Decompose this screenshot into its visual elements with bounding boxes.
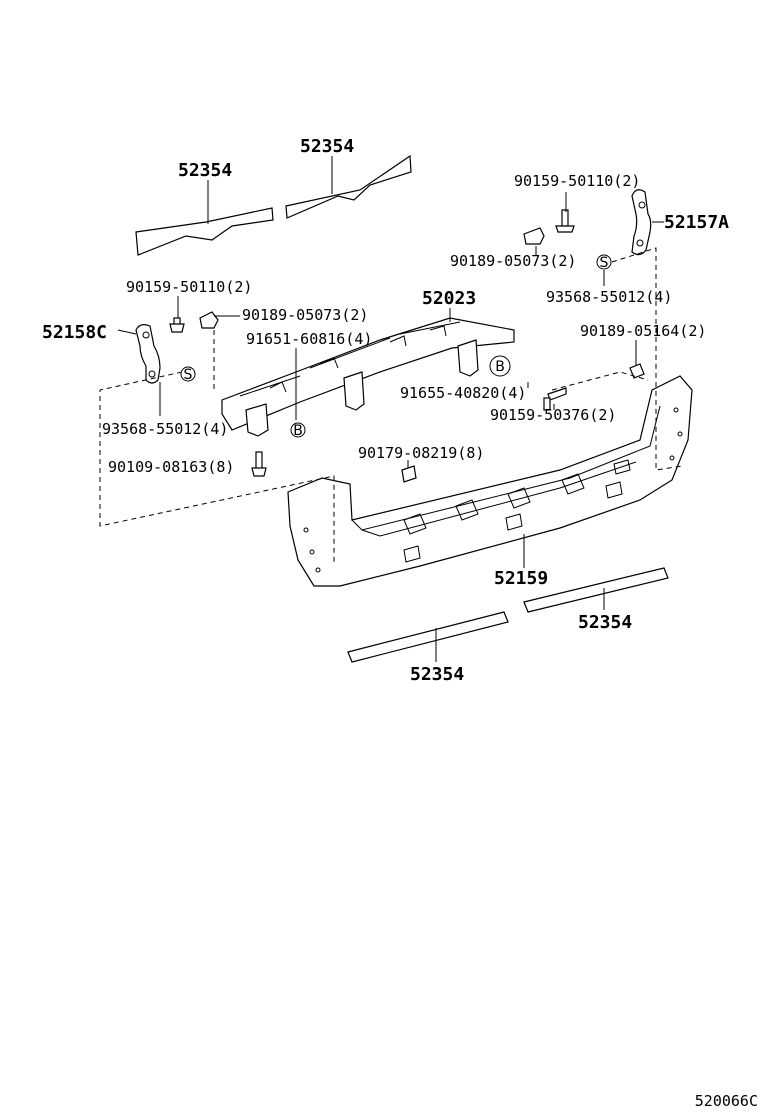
label-52159: 52159 [494, 568, 548, 589]
label-52354-moulding-right: 52354 [578, 612, 632, 633]
label-52354-upper-left: 52354 [178, 160, 232, 181]
rear-bumper-cover-52159 [287, 375, 693, 587]
marker-b-right: B [489, 355, 511, 377]
figure-code: 520066C [695, 1092, 758, 1110]
protector-plate-left [135, 207, 274, 256]
bracket-52157A [631, 189, 652, 256]
label-91655-40820: 91655-40820(4) [400, 384, 526, 402]
leader-lines [117, 156, 664, 662]
marker-b-left: B [290, 422, 306, 439]
assembly-line-left [99, 371, 335, 562]
clip-90189-05073-right [523, 227, 545, 245]
marker-s-left: S [180, 366, 196, 383]
label-90159-50110-right: 90159-50110(2) [514, 172, 640, 190]
bolt-90159-50110-right [555, 209, 575, 233]
label-90109-08163: 90109-08163(8) [108, 458, 234, 476]
label-90159-50110-left: 90159-50110(2) [126, 278, 252, 296]
label-93568-55012-left: 93568-55012(4) [102, 420, 228, 438]
label-90189-05164: 90189-05164(2) [580, 322, 706, 340]
clip-90179-08219 [401, 465, 417, 483]
bumper-reinforcement-52023 [221, 317, 515, 437]
label-91651-60816: 91651-60816(4) [246, 330, 372, 348]
label-90159-50376: 90159-50376(2) [490, 406, 616, 424]
clip-90189-05073-left [199, 311, 219, 329]
protector-plate-right [285, 154, 412, 219]
label-90189-05073-right: 90189-05073(2) [450, 252, 576, 270]
moulding-right [523, 567, 669, 613]
label-90189-05073-left: 90189-05073(2) [242, 306, 368, 324]
label-90179-08219: 90179-08219(8) [358, 444, 484, 462]
bolt-90159-50110-left [169, 317, 185, 333]
label-93568-55012-right: 93568-55012(4) [546, 288, 672, 306]
screw-90159-50376 [543, 387, 567, 411]
moulding-left [347, 611, 509, 663]
marker-s-right: S [596, 254, 612, 271]
bolt-90109-08163 [251, 451, 267, 477]
assembly-line-right [611, 247, 683, 471]
svg-text:S: S [184, 367, 193, 383]
label-52158C: 52158C [42, 322, 107, 343]
label-52023: 52023 [422, 288, 476, 309]
bracket-52158C [135, 324, 161, 384]
label-52354-upper-right: 52354 [300, 136, 354, 157]
clip-90189-05164 [629, 363, 645, 379]
label-52354-moulding-left: 52354 [410, 664, 464, 685]
svg-text:B: B [495, 359, 505, 375]
label-52157A: 52157A [664, 212, 729, 233]
svg-text:B: B [293, 423, 303, 439]
svg-text:S: S [600, 255, 609, 271]
